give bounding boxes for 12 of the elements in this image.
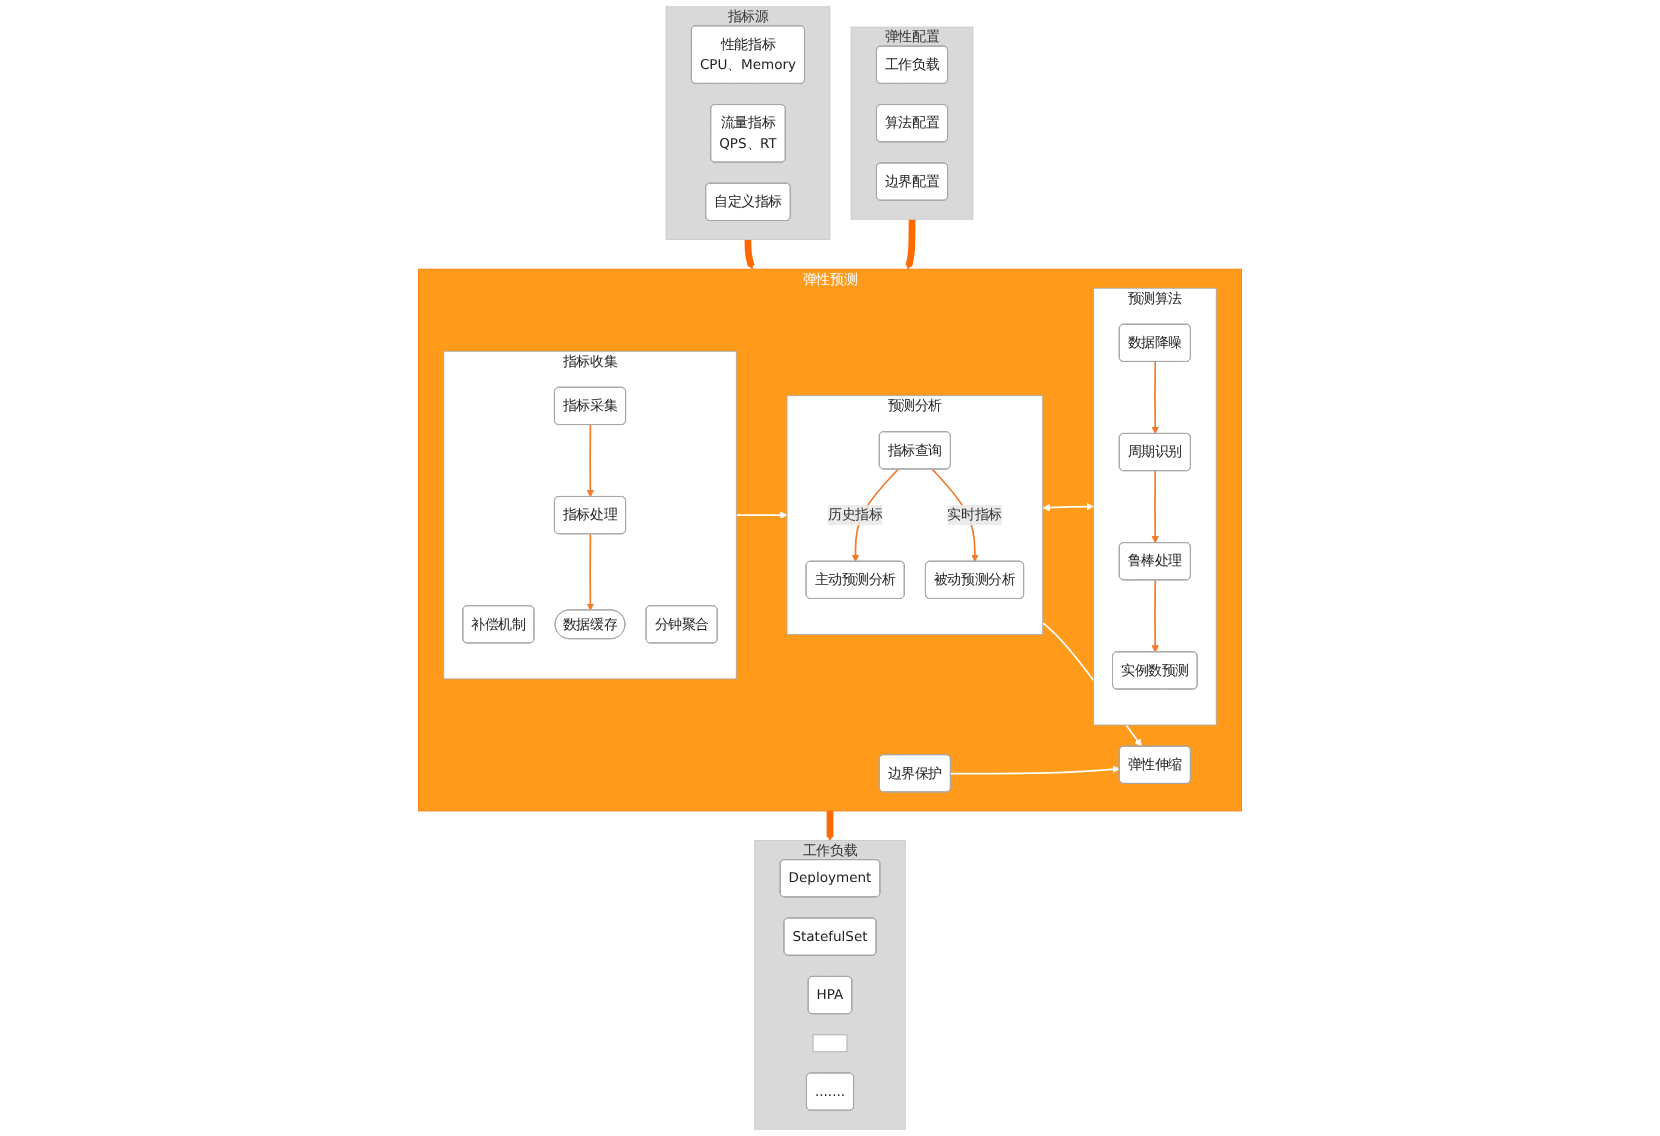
arrow xyxy=(1151,361,1159,435)
arrow xyxy=(735,511,788,519)
arrow xyxy=(950,765,1121,775)
arrow xyxy=(1151,470,1159,544)
node-box xyxy=(812,1034,848,1053)
arrow xyxy=(905,219,916,270)
arrow xyxy=(744,238,755,270)
arrow xyxy=(1042,502,1094,512)
arrow xyxy=(586,424,595,498)
arrow xyxy=(826,810,834,841)
arrow xyxy=(586,533,595,611)
arrow xyxy=(1151,579,1159,653)
